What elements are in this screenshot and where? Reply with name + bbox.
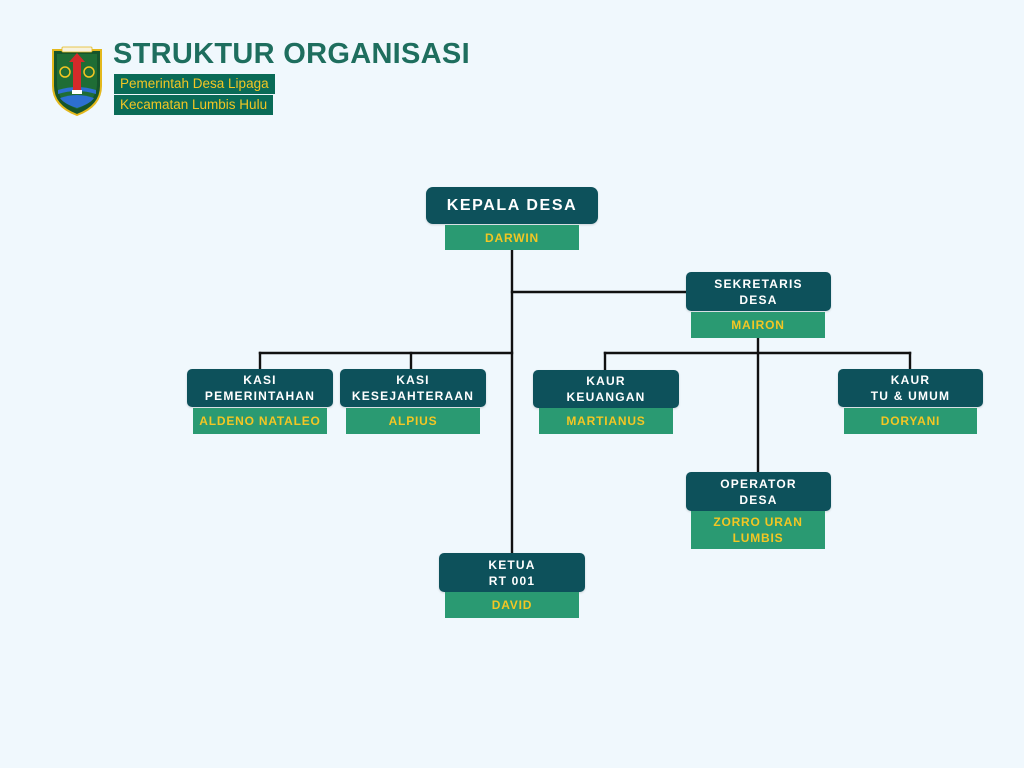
node-kaur-keuangan-title: KAUR KEUANGAN	[533, 370, 679, 408]
node-kaur-tu-umum-name: DORYANI	[844, 408, 977, 434]
subtitle-district: Kecamatan Lumbis Hulu	[114, 95, 274, 115]
subtitle-village: Pemerintah Desa Lipaga	[114, 74, 275, 94]
node-kasi-kesejahteraan-title: KASI KESEJAHTERAAN	[340, 369, 486, 407]
node-kaur-keuangan-name: MARTIANUS	[539, 408, 673, 434]
node-kepala-desa-name: DARWIN	[445, 225, 579, 250]
node-kasi-pemerintahan-name: ALDENO NATALEO	[193, 408, 327, 434]
node-kasi-kesejahteraan-name: ALPIUS	[346, 408, 480, 434]
regency-emblem-icon	[52, 46, 102, 116]
node-operator-desa-name: ZORRO URAN LUMBIS	[691, 511, 825, 549]
node-sekretaris-name: MAIRON	[691, 312, 825, 338]
node-sekretaris-title: SEKRETARIS DESA	[686, 272, 831, 311]
node-kepala-desa-title: KEPALA DESA	[426, 187, 598, 224]
node-operator-desa-title: OPERATOR DESA	[686, 472, 831, 511]
node-kaur-tu-umum-title: KAUR TU & UMUM	[838, 369, 983, 407]
page-title: STRUKTUR ORGANISASI	[113, 38, 470, 70]
node-ketua-rt-title: KETUA RT 001	[439, 553, 585, 592]
node-ketua-rt-name: DAVID	[445, 592, 579, 618]
node-kasi-pemerintahan-title: KASI PEMERINTAHAN	[187, 369, 333, 407]
